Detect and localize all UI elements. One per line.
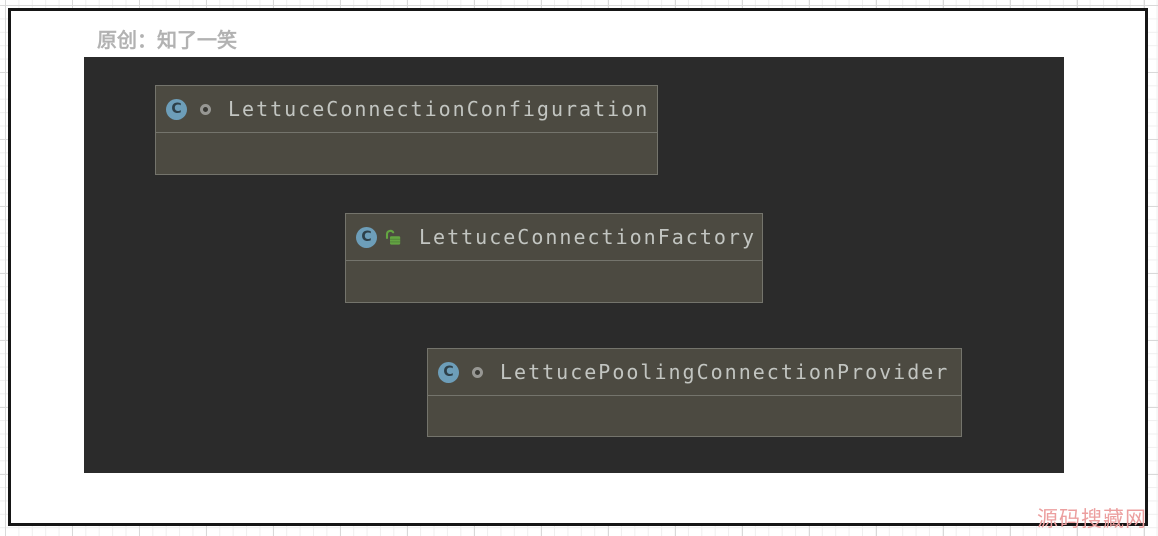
class-icon: C [166,98,187,120]
uml-class-node-lettuce-connection-factory[interactable]: C LettuceConnectionFactory [345,213,763,303]
document-page: 原创：知了一笑 C LettuceConnectionConfiguration… [8,8,1148,526]
class-node-header[interactable]: C LettuceConnectionFactory [346,214,762,261]
class-name-label: LettucePoolingConnectionProvider [500,360,950,384]
package-private-ring-icon [472,366,483,378]
page-title: 原创：知了一笑 [97,30,237,52]
uml-diagram-canvas[interactable]: C LettuceConnectionConfiguration C Lettu… [84,57,1064,473]
class-icon: C [438,361,459,383]
public-unlocked-padlock-icon [385,229,401,245]
class-name-label: LettuceConnectionFactory [419,225,756,249]
class-icon-letter: C [171,100,182,117]
class-node-header[interactable]: C LettucePoolingConnectionProvider [428,349,961,396]
uml-class-node-lettuce-connection-configuration[interactable]: C LettuceConnectionConfiguration [155,85,658,175]
uml-class-node-lettuce-pooling-connection-provider[interactable]: C LettucePoolingConnectionProvider [427,348,962,437]
class-name-label: LettuceConnectionConfiguration [228,97,650,121]
watermark: 源码搜藏网 [1037,508,1147,531]
class-icon-letter: C [443,363,454,380]
class-node-header[interactable]: C LettuceConnectionConfiguration [156,86,657,133]
package-private-ring-icon [200,103,211,115]
class-icon-letter: C [361,228,372,245]
class-icon: C [356,226,377,248]
